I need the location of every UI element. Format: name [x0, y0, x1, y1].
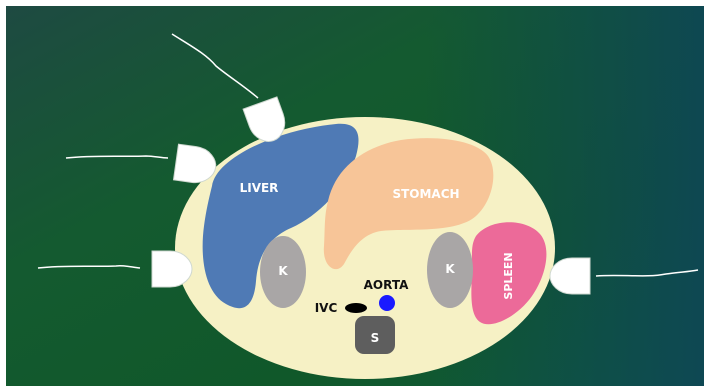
kidney-left-label: K — [278, 264, 288, 278]
ivc-label: IVC — [315, 301, 338, 315]
kidney-right-label: K — [445, 262, 455, 276]
aorta-label: AORTA — [364, 278, 409, 292]
liver-label: LIVER — [240, 181, 279, 195]
aorta — [379, 295, 395, 311]
diagram-frame: LIVER STOMACH SPLEEN K K AORTA IVC S — [6, 6, 704, 386]
probe-lower-left — [152, 251, 192, 287]
ivc — [345, 303, 367, 313]
spleen-label: SPLEEN — [502, 252, 515, 299]
spine-label: S — [371, 331, 380, 345]
stomach-label: STOMACH — [392, 187, 459, 201]
probe-right — [550, 258, 590, 294]
abdomen-cross-section-diagram: LIVER STOMACH SPLEEN K K AORTA IVC S — [6, 6, 704, 386]
